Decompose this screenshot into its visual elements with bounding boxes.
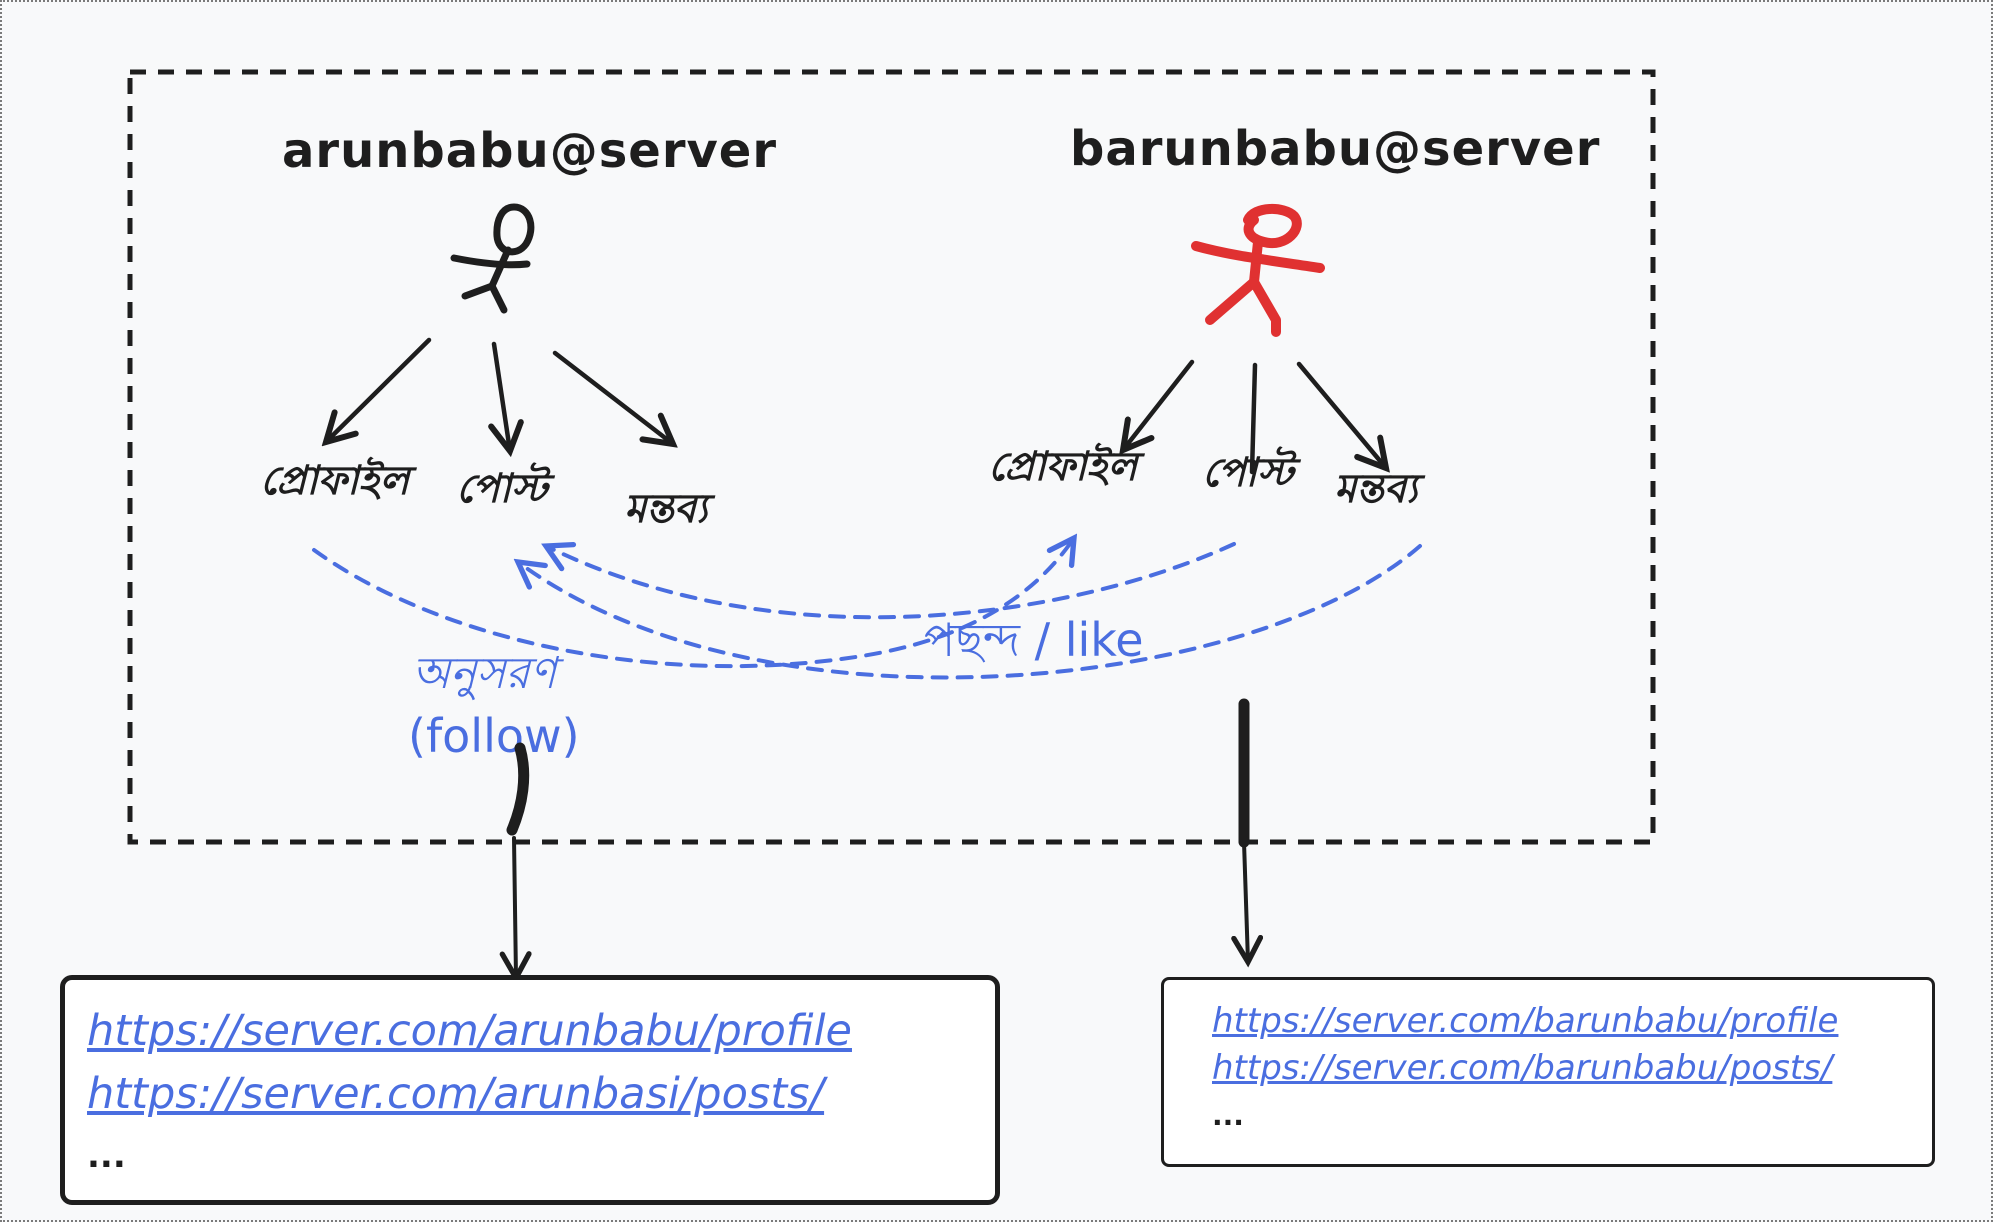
url-box-barunbabu: https://server.com/barunbabu/profile htt… xyxy=(1161,977,1935,1167)
connector-left xyxy=(506,742,530,836)
user-label-arunbabu: arunbabu@server xyxy=(282,123,777,179)
arrow-to-comment xyxy=(552,350,673,444)
node-label-post: পোস্ট xyxy=(456,462,556,512)
node-label-comment: মন্তব্য xyxy=(624,486,716,532)
arrow-to-profile xyxy=(326,337,432,442)
more-ellipsis: ... xyxy=(1212,1099,1244,1132)
node-label-post: পোস্ট xyxy=(1202,446,1302,496)
more-ellipsis: ... xyxy=(87,1136,126,1176)
user-label-barunbabu: barunbabu@server xyxy=(1070,121,1600,177)
node-label-profile: প্রোফাইল xyxy=(988,442,1145,490)
link-posts[interactable]: https://server.com/arunbasi/posts/ xyxy=(87,1069,825,1119)
arrow-to-post xyxy=(1249,362,1258,475)
follow-arrow xyxy=(312,538,1074,669)
connector-left-arrow xyxy=(514,836,516,978)
connector-right-arrow xyxy=(1244,840,1248,962)
arrow-to-comment xyxy=(1296,361,1386,468)
arrow-to-post xyxy=(494,341,510,451)
user-figure-icon xyxy=(1191,204,1325,337)
like-arrow-post xyxy=(546,544,1236,620)
link-profile[interactable]: https://server.com/barunbabu/profile xyxy=(1212,1001,1839,1041)
node-label-comment: মন্তব্য xyxy=(1334,466,1426,512)
server-boundary xyxy=(127,69,1656,845)
like-arrow-comment xyxy=(518,544,1422,680)
link-profile[interactable]: https://server.com/arunbabu/profile xyxy=(87,1006,852,1056)
relation-label-like: পছন্দ / like xyxy=(924,613,1144,667)
relation-label-follow-en: (follow) xyxy=(408,709,580,763)
node-label-profile: প্রোফাইল xyxy=(260,456,417,504)
link-posts[interactable]: https://server.com/barunbabu/posts/ xyxy=(1212,1048,1833,1088)
user-figure-icon xyxy=(450,203,535,314)
relation-label-follow: অনুসরণ xyxy=(412,648,565,700)
url-box-arunbabu: https://server.com/arunbabu/profile http… xyxy=(60,975,1000,1205)
arrow-to-profile xyxy=(1123,359,1195,450)
